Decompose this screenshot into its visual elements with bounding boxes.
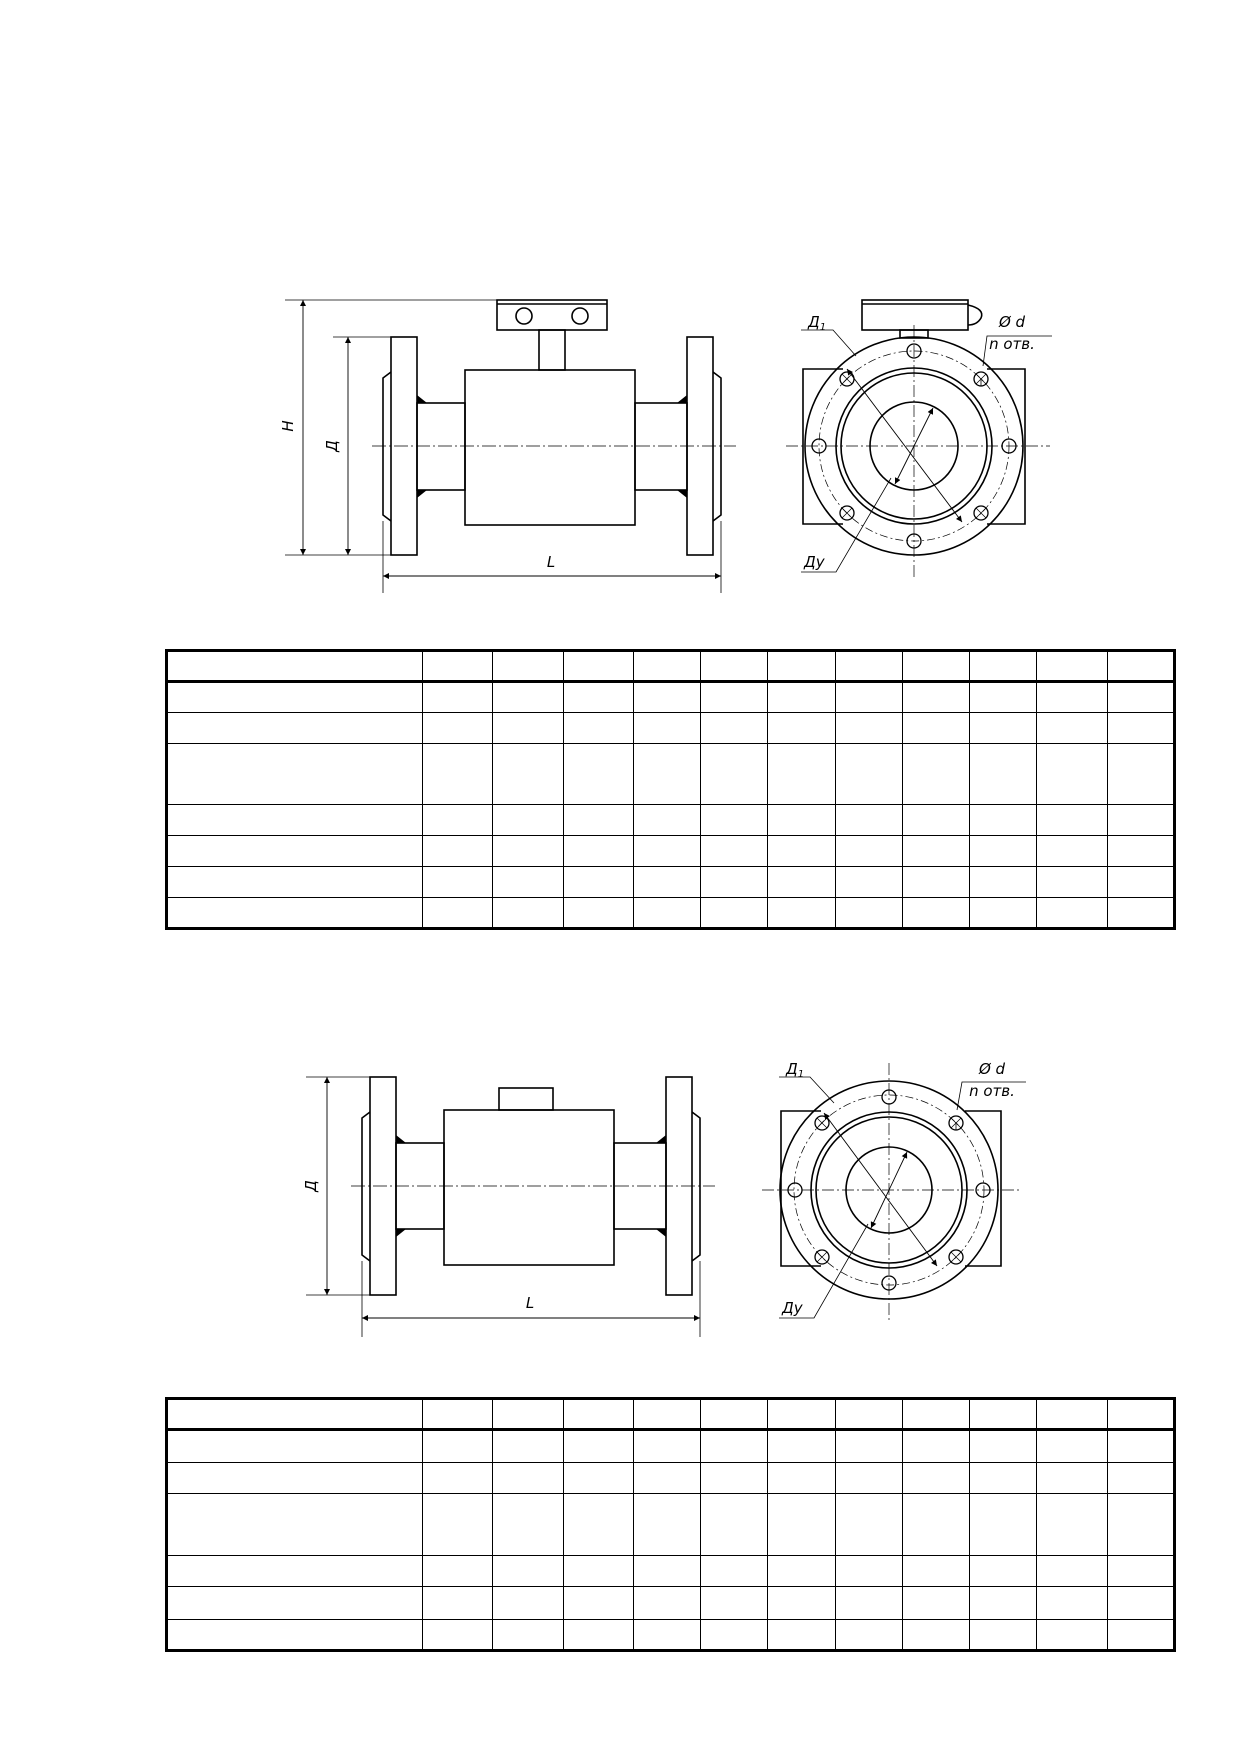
label-od-2: Ø d [978,1060,1006,1078]
drawing2-front-view [306,1076,715,1337]
meter-body [464,369,636,526]
left-pipe [416,402,466,491]
label-L-2: L [526,1294,534,1312]
label-D1-2: Д1 [785,1060,804,1080]
table-row [165,804,1176,836]
table-row [165,835,1176,867]
dim-Du-2 [870,1151,908,1229]
label-Du-2: Ду [781,1299,804,1317]
table-row [165,650,1176,682]
table-row [165,1586,1176,1620]
table-row [165,743,1176,805]
table-row [165,1398,1176,1430]
label-D1: Д1 [807,313,826,333]
drawing1-side-view [786,299,1052,578]
drawing2-side-view [762,1063,1026,1320]
label-H: H [279,420,297,431]
spec-table-2 [165,1397,1176,1652]
table-row [165,866,1176,898]
label-D-2: Д [302,1180,320,1193]
label-n-otv: n отв. [989,335,1035,353]
spec-table-1 [165,649,1176,930]
table-row [165,1619,1176,1651]
label-n-otv-2: n отв. [969,1082,1015,1100]
label-Du: Ду [803,553,826,571]
table-row [165,1493,1176,1556]
meter-body-2 [443,1109,615,1266]
label-L: L [547,553,555,571]
table-row [165,1429,1176,1463]
label-od: Ø d [998,313,1026,331]
drawing1-front-view [285,299,736,593]
table-row [165,1462,1176,1494]
table-row [165,712,1176,744]
electronic-head [496,299,608,331]
table-row [165,1555,1176,1587]
label-D: Д [323,440,341,453]
right-pipe [634,402,688,491]
dim-D1-2 [823,1112,938,1267]
table-row [165,681,1176,713]
table-row [165,897,1176,929]
dim-Du [894,407,934,485]
